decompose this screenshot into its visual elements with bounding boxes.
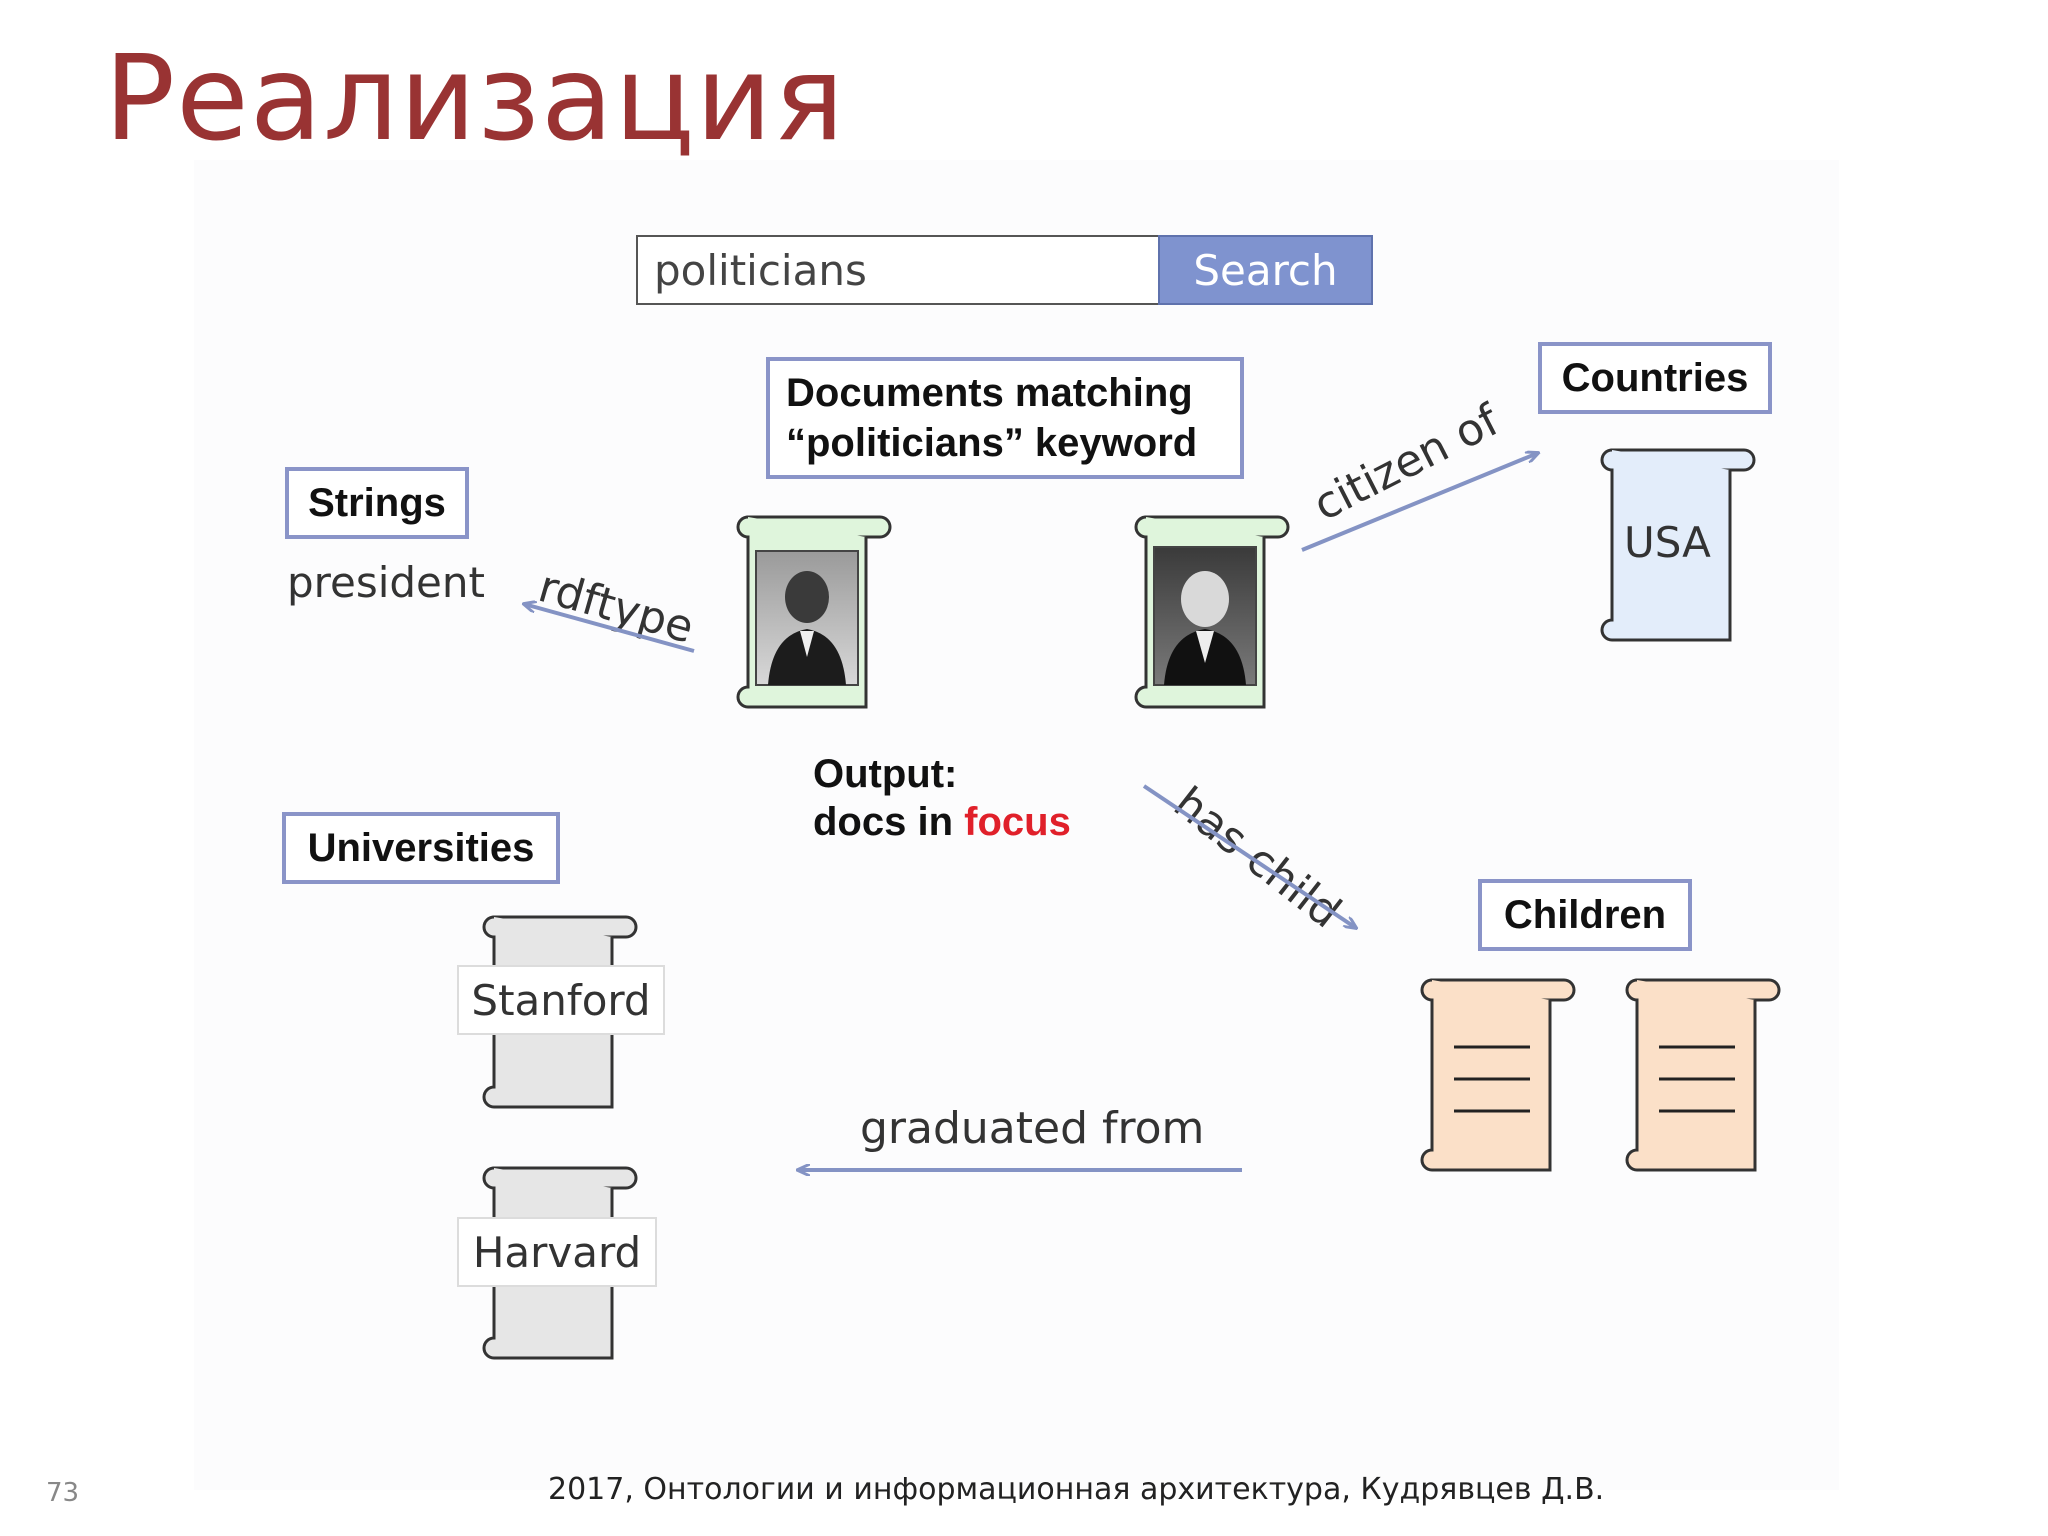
documents-box: Documents matching “politicians” keyword — [766, 357, 1244, 479]
documents-box-line1: Documents matching — [786, 371, 1193, 415]
strings-box: Strings — [285, 467, 469, 539]
documents-box-line2: “politicians” keyword — [786, 421, 1198, 465]
university-label-harvard: Harvard — [457, 1217, 657, 1287]
page-number: 73 — [46, 1478, 80, 1508]
search-button[interactable]: Search — [1158, 235, 1373, 305]
university-label-stanford: Stanford — [457, 965, 665, 1035]
output-line1: Output: — [813, 752, 958, 796]
edge-label-graduated-from: graduated from — [860, 1103, 1205, 1154]
children-box: Children — [1478, 879, 1692, 951]
string-value-president: president — [287, 558, 485, 607]
search-input[interactable] — [638, 237, 1158, 303]
search-bar: Search — [636, 235, 1373, 305]
footer-note: 2017, Онтологии и информационная архитек… — [548, 1472, 1605, 1507]
output-line2-prefix: docs in — [813, 800, 965, 844]
universities-box: Universities — [282, 812, 560, 884]
output-note: Output: docs in focus — [813, 750, 1071, 846]
country-value-usa: USA — [1624, 518, 1711, 567]
output-line2: docs in focus — [813, 798, 1071, 846]
output-focus-word: focus — [964, 800, 1071, 844]
slide-title: Реализация — [104, 29, 846, 167]
countries-box: Countries — [1538, 342, 1772, 414]
